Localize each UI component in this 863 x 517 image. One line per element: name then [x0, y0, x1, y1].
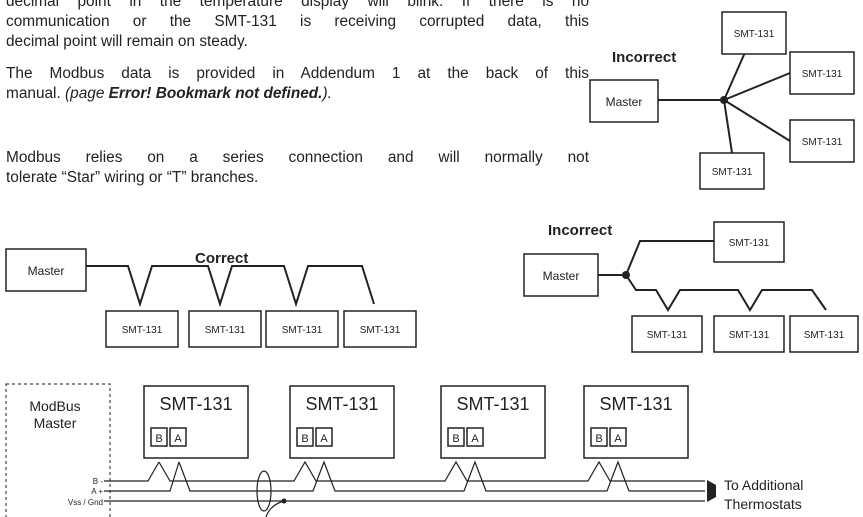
device-label: SMT-131 [305, 394, 378, 414]
device-box [721, 11, 787, 55]
master-box [589, 79, 659, 123]
paragraph-line: communication or the SMT-131 is receivin… [6, 13, 589, 30]
device-label: SMT-131 [205, 325, 246, 336]
wire-label-gnd: Vss / Gnd [68, 498, 103, 507]
device-box [343, 310, 417, 348]
device-label: SMT-131 [804, 330, 845, 341]
star-heading: Incorrect [612, 49, 676, 66]
star-wiring-diagram: Incorrect Master SMT-131 SMT-131 SMT-131… [589, 11, 855, 190]
device-label: SMT-131 [802, 137, 843, 148]
device-box [105, 310, 179, 348]
master-box [5, 248, 87, 292]
to-additional-line1: To Additional [724, 477, 803, 493]
paragraph-line: decimal point will remain on steady. [6, 33, 248, 50]
wire-label-a: A + [91, 487, 103, 496]
device-box [188, 310, 262, 348]
wire-label-b: B - [93, 477, 104, 486]
device-label: SMT-131 [159, 394, 232, 414]
device-label: SMT-131 [599, 394, 672, 414]
junction-dot [720, 96, 728, 104]
master-label: Master [543, 269, 580, 283]
terminal-b: B [452, 433, 459, 445]
master-label: Master [606, 95, 643, 109]
device-box [789, 315, 859, 353]
paragraph-text: manual. [6, 85, 66, 102]
master-box [523, 253, 599, 297]
terminal-b: B [301, 433, 308, 445]
paragraph-line: manual. (page Error! Bookmark not define… [6, 84, 589, 104]
twisted-pair-marker [256, 470, 272, 512]
page-reference: (page Error! Bookmark not defined.). [65, 85, 332, 102]
terminal-a: A [320, 433, 328, 445]
master-label-line1: ModBus [29, 398, 80, 414]
correct-wiring-diagram: Correct Master SMT-131 SMT-131 SMT-131 S… [5, 248, 417, 348]
modbus-master-box [5, 383, 111, 517]
device-terminal-3: SMT-131 B A [440, 385, 546, 459]
paragraph-modbus-data: The Modbus data is provided in Addendum … [6, 64, 589, 104]
device-terminal-2: SMT-131 B A [289, 385, 395, 459]
paragraph-series-connection: Modbus relies on a series connection and… [6, 148, 589, 188]
device-terminal-1: SMT-131 B A [143, 385, 249, 459]
master-label-line2: Master [34, 415, 77, 431]
device-label: SMT-131 [282, 325, 323, 336]
device-box [789, 119, 855, 163]
device-label: SMT-131 [729, 238, 770, 249]
device-label: SMT-131 [802, 69, 843, 80]
junction-dot [622, 271, 630, 279]
terminal-a: A [614, 433, 622, 445]
terminal-a: A [471, 433, 479, 445]
device-label: SMT-131 [360, 325, 401, 336]
device-box [713, 221, 785, 263]
device-label: SMT-131 [122, 325, 163, 336]
correct-heading: Correct [195, 250, 248, 267]
device-terminal-4: SMT-131 B A [583, 385, 689, 459]
tee-wiring-diagram: Incorrect Master SMT-131 SMT-131 SMT-131… [523, 221, 859, 353]
paragraph-comm-indicator: decimal point in the temperature display… [6, 0, 589, 52]
device-box [789, 51, 855, 95]
to-additional-line2: Thermostats [724, 496, 802, 512]
tee-heading: Incorrect [548, 222, 612, 239]
device-label: SMT-131 [456, 394, 529, 414]
arrow-icon [707, 480, 716, 502]
terminal-wiring-diagram: ModBus Master B - A + Vss / Gnd SMT-131 … [5, 383, 803, 517]
terminal-b: B [155, 433, 162, 445]
terminal-a: A [174, 433, 182, 445]
master-label: Master [28, 264, 65, 278]
terminal-b: B [595, 433, 602, 445]
paragraph-line: The Modbus data is provided in Addendum … [6, 65, 589, 82]
page-prefix: (page [65, 85, 109, 102]
paragraph-line: decimal point in the temperature display… [6, 0, 589, 10]
device-box [265, 310, 339, 348]
device-label: SMT-131 [647, 330, 688, 341]
device-box [713, 315, 785, 353]
device-label: SMT-131 [729, 330, 770, 341]
device-label: SMT-131 [712, 167, 753, 178]
device-box [699, 152, 765, 190]
paragraph-line: Modbus relies on a series connection and… [6, 149, 589, 166]
device-box [631, 315, 703, 353]
device-label: SMT-131 [734, 29, 775, 40]
paragraph-line: tolerate “Star” wiring or “T” branches. [6, 169, 259, 186]
bookmark-error: Error! Bookmark not defined. [108, 85, 323, 102]
page-suffix: ). [322, 85, 332, 102]
